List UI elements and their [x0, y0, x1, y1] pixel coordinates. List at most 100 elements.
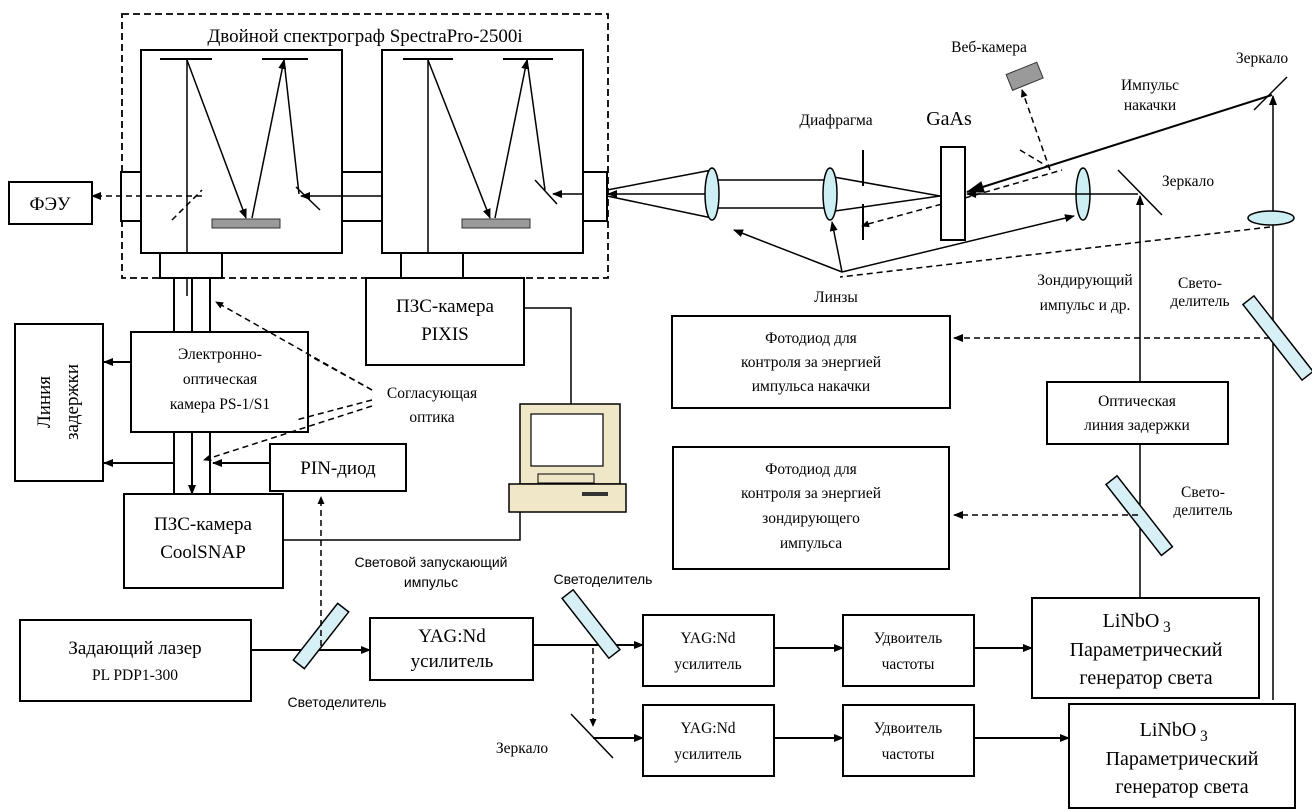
pump-beam: [966, 94, 1273, 193]
opo-2-label-2: Параметрический: [1106, 748, 1259, 770]
yag-amp-1-label-1: YAG:Nd: [418, 626, 486, 647]
splitter-mid-label-2: делитель: [1173, 502, 1232, 519]
opo-2-label-1: LiNbO: [1140, 719, 1197, 741]
yag-amp-1-label-2: усилитель: [411, 651, 494, 672]
trigger-label-1: Световой запускающий: [354, 554, 507, 570]
pin-diode-label: PIN-диод: [300, 458, 376, 479]
double-spectrograph: Двойной спектрограф SpectraPro-2500i: [91, 13, 609, 296]
mirror-top: [1253, 76, 1288, 111]
yag-amp-2-label-1: YAG:Nd: [680, 630, 735, 647]
gaas-label: GaAs: [926, 108, 972, 130]
opo-1-box: [1031, 597, 1260, 699]
doubler-1-label-1: Удвоитель: [874, 630, 942, 647]
photodiode-probe-box: [672, 446, 950, 570]
photodiode-probe-label-3: зондирующего: [762, 510, 860, 527]
photodiode-pump-label-2: контроля за энергией: [741, 354, 881, 371]
gaas-sample: [940, 146, 966, 241]
photodiode-probe-label-2: контроля за энергией: [741, 485, 881, 502]
mirror-mid: [1117, 169, 1163, 216]
diaphragm-label: Диафрагма: [799, 112, 872, 129]
streak-camera-box: [130, 331, 309, 433]
streak-label-3: камера PS-1/S1: [170, 396, 270, 413]
pump-label-1: Импульс: [1121, 77, 1179, 94]
ccd-pixis-label-2: PIXIS: [421, 324, 469, 345]
streak-label-2: оптическая: [183, 371, 257, 388]
input-optics: Диафрагма GaAs Веб-камера Зеркало Зеркал…: [606, 39, 1312, 700]
mirror-right-inner: [534, 179, 558, 205]
opo-2-sub: 3: [1200, 728, 1208, 745]
yag-amp-3-label-1: YAG:Nd: [680, 720, 735, 737]
opo-1-label-3: генератор света: [1079, 667, 1212, 689]
yag-amp-3-label-2: усилитель: [674, 746, 741, 763]
splitter-left-label: Светоделитель: [288, 694, 387, 710]
lens-1: [704, 167, 720, 221]
photodiode-pump-label-1: Фотодиод для: [765, 330, 857, 347]
pin-diode-box: [269, 443, 407, 492]
photodiode-pump-label-3: импульса накачки: [752, 378, 870, 395]
lens-2: [822, 167, 838, 221]
laser-chain: Задающий лазер PL PDP1-300 Светоделитель…: [19, 496, 1296, 809]
probe-label-1: Зондирующий: [1037, 272, 1132, 289]
lens-4: [1247, 210, 1295, 226]
master-laser-label-1: Задающий лазер: [68, 638, 201, 659]
doubler-1-box: [842, 614, 975, 687]
webcam-label: Веб-камера: [951, 39, 1027, 56]
photodiode-probe-label-4: импульса: [780, 535, 842, 552]
opo-1-label-1: LiNbO: [1103, 610, 1160, 632]
doubler-1-label-2: частоты: [882, 656, 935, 673]
streak-label-1: Электронно-: [178, 346, 262, 363]
ccd-pixis-box: [365, 277, 525, 366]
lenses-label: Линзы: [814, 289, 858, 306]
doubler-2-label-1: Удвоитель: [874, 720, 942, 737]
ccd-coolsnap-box: [123, 493, 284, 589]
grating-right: [461, 218, 531, 229]
delay-line-label-2: задержки: [62, 364, 83, 440]
yag-amp-2-label-2: усилитель: [674, 656, 741, 673]
doubler-2-box: [842, 704, 975, 777]
ccd-coolsnap-label-1: ПЗС-камера: [154, 514, 253, 535]
grating-left: [211, 218, 281, 229]
probe-label-2: импульс и др.: [1040, 297, 1131, 314]
mirror-bottom: [570, 713, 614, 759]
splitter-mid: [1104, 474, 1174, 557]
pmt-box: [8, 181, 93, 225]
photodiode-pump-box: [671, 315, 951, 409]
yag-amp-3-box: [642, 704, 775, 777]
optical-delay-box: [1046, 381, 1229, 445]
webcam: [1005, 61, 1044, 91]
splitter-right-label-2: делитель: [1170, 293, 1229, 310]
computer-icon: [508, 403, 627, 513]
master-laser-box: [19, 619, 252, 702]
delay-line-label-1: Линия: [34, 376, 55, 428]
opo-2-box: [1068, 703, 1296, 809]
splitter-bottom: [561, 588, 621, 660]
mirror-bottom-label: Зеркало: [496, 740, 548, 757]
optical-delay-label-2: линия задержки: [1084, 417, 1190, 434]
pmt-label: ФЭУ: [29, 194, 71, 215]
matching-optics-label-1: Согласующая: [387, 385, 477, 402]
photodiode-probe-label-1: Фотодиод для: [765, 461, 857, 478]
ccd-pixis-label-1: ПЗС-камера: [396, 296, 495, 317]
splitter-mid-label-1: Свето-: [1181, 484, 1225, 501]
opo-2-label-3: генератор света: [1115, 776, 1248, 798]
optical-delay-label-1: Оптическая: [1098, 393, 1176, 410]
yag-amp-1-box: [369, 617, 534, 681]
delay-line-box: [14, 323, 104, 482]
ccd-coolsnap-label-2: CoolSNAP: [160, 542, 246, 563]
yag-amp-2-box: [642, 614, 775, 687]
doubler-2-label-2: частоты: [882, 746, 935, 763]
master-laser-label-2: PL PDP1-300: [92, 667, 178, 684]
detection-chain: Электронно- оптическая камера PS-1/S1 Ли…: [14, 277, 627, 589]
spectrograph-title: Двойной спектрограф SpectraPro-2500i: [207, 26, 522, 47]
opo-1-sub: 3: [1163, 619, 1171, 636]
mirror-mid-label: Зеркало: [1162, 173, 1214, 190]
matching-optics-label-2: оптика: [409, 409, 454, 426]
splitter-right-label-1: Свето-: [1178, 275, 1222, 292]
trigger-label-2: импульс: [404, 574, 458, 590]
splitter-bottom-label: Светоделитель: [554, 571, 653, 587]
mirror-top-label: Зеркало: [1236, 50, 1288, 67]
splitter-right: [1241, 294, 1312, 382]
opo-1-label-2: Параметрический: [1070, 639, 1223, 661]
pump-label-2: накачки: [1124, 97, 1176, 114]
